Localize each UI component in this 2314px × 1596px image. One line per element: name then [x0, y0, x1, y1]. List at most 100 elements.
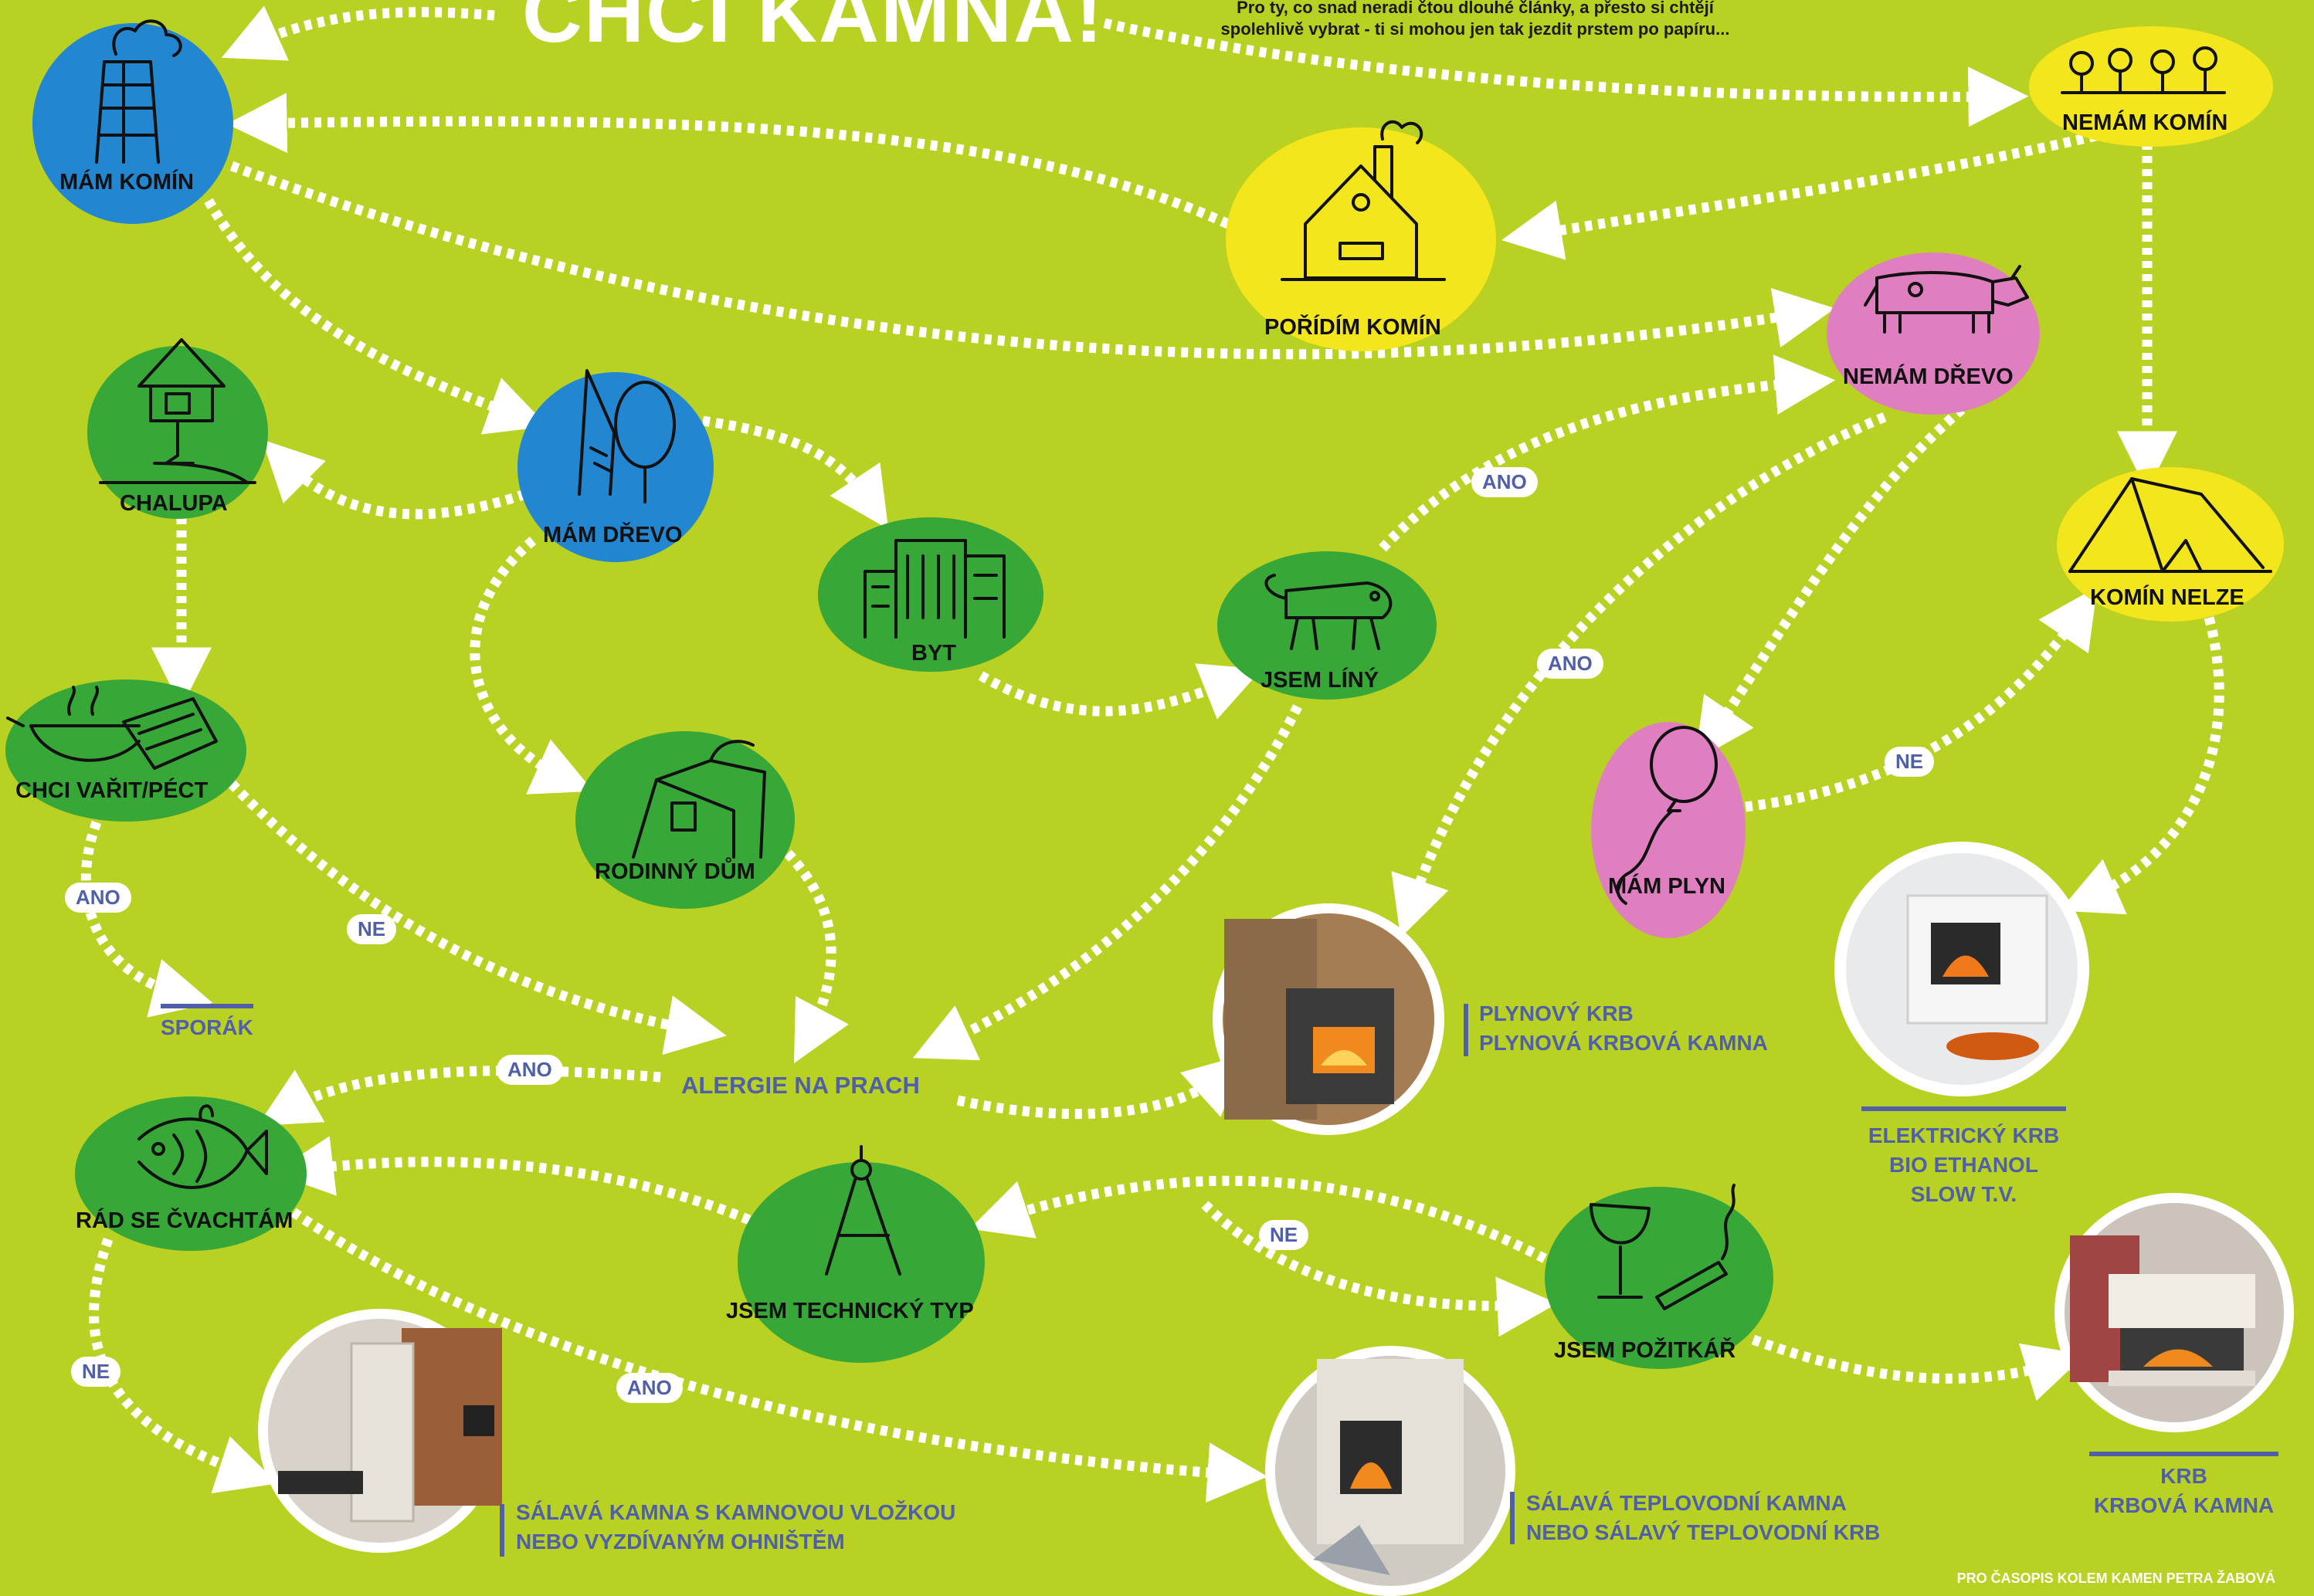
label-byt: BYT	[911, 641, 956, 666]
divider	[2089, 1452, 2278, 1456]
arrow-rad-se-cvachtam-to-salava	[89, 1237, 278, 1494]
tent-icon	[2068, 477, 2272, 573]
arrow-komin-nelze-to-elektricky	[2059, 616, 2224, 915]
divider	[1510, 1492, 1515, 1544]
choice-ne: NE	[1885, 747, 1935, 777]
arrow-alergie-to-plynovy-krb	[956, 1054, 1245, 1120]
choice-ne: NE	[347, 914, 397, 944]
label-chalupa: CHALUPA	[120, 491, 228, 516]
node-poridim-komin	[1226, 127, 1496, 351]
page-subtitle: Pro ty, co snad neradi čtou dlouhé článk…	[1220, 0, 1730, 39]
label-chci-varit: CHCI VAŘIT/PÉCT	[15, 778, 209, 803]
label-jsem-pozitkar: JSEM POŽITKÁŘ	[1554, 1338, 1736, 1363]
choice-ano: ANO	[1537, 649, 1603, 679]
node-nemam-drevo	[1827, 252, 2040, 415]
label-nemam-komin: NEMÁM KOMÍN	[2062, 110, 2228, 135]
arrow-pozitkar-to-krb	[1751, 1334, 2085, 1401]
arrow-mam-drevo-to-rodinny-dum	[470, 537, 594, 795]
divider	[1464, 1004, 1468, 1056]
outcome-alergie-na-prach: ALERGIE NA PRACH	[681, 1072, 920, 1099]
choice-ano: ANO	[616, 1373, 683, 1403]
label-mam-drevo: MÁM DŘEVO	[543, 523, 683, 547]
apartments-icon	[864, 539, 1006, 639]
arrow-jsem-liny-to-nemam-drevo	[1379, 354, 1836, 552]
node-jsem-technicky-typ	[738, 1162, 985, 1363]
photo-salava-kamna	[258, 1309, 502, 1553]
outcome-line: SÁLAVÁ KAMNA S KAMNOVOU VLOŽKOU	[516, 1500, 956, 1524]
arrow-mam-komin-to-nemam-drevo	[229, 161, 1835, 360]
divider	[1861, 1106, 2066, 1111]
label-komin-nelze: KOMÍN NELZE	[2090, 585, 2244, 610]
choice-ano: ANO	[65, 883, 131, 913]
photo-elektricky-krb	[1834, 842, 2089, 1096]
photo-plynovy-krb	[1213, 903, 1444, 1135]
arrow-technik-to-rad-se-cvachtam	[273, 1136, 752, 1225]
divider	[500, 1504, 504, 1557]
balloon-icon	[1616, 726, 1718, 905]
choice-ne: NE	[71, 1357, 121, 1387]
arrow-mam-plyn-to-komin-nelze	[1745, 586, 2098, 812]
outcome-sporak: SPORÁK	[161, 1015, 253, 1039]
photo-krb	[2054, 1193, 2294, 1432]
outcome-line: NEBO SÁLAVÝ TEPLOVODNÍ KRB	[1526, 1520, 1881, 1544]
fish-icon	[137, 1104, 268, 1189]
arrow-title-to-nemam-komin	[1103, 18, 2029, 127]
outcome-line: NEBO VYZDÍVANÝM OHNIŠTĚM	[516, 1530, 845, 1554]
arrow-title-to-mam-komin	[221, 5, 495, 61]
arrow-pozitkar-to-technik	[969, 1175, 1547, 1263]
credit: PRO ČASOPIS KOLEM KAMEN PETRA ŽABOVÁ	[1956, 1571, 2275, 1586]
label-mam-plyn: MÁM PLYN	[1608, 874, 1725, 899]
cow-icon	[1864, 265, 2029, 334]
arrow-mam-drevo-to-byt	[702, 415, 889, 530]
arrow-jsem-liny-to-alergie	[912, 704, 1302, 1061]
arrow-alergie-to-rad-se-cvachtam	[257, 1066, 661, 1127]
house-icon	[1281, 120, 1446, 281]
connector-arrows	[80, 5, 2224, 1503]
outcome-line: ELEKTRICKÝ KRB	[1868, 1123, 2060, 1147]
outcome-elektricky: ELEKTRICKÝ KRB BIO ETHANOL SLOW T.V.	[1861, 1121, 2066, 1209]
arrow-nemam-drevo-to-mam-plyn	[1695, 405, 1966, 761]
outcome-line: PLYNOVÁ KRBOVÁ KAMNA	[1479, 1031, 1768, 1055]
node-mam-drevo	[517, 372, 714, 562]
outcome-line: BIO ETHANOL	[1889, 1153, 2038, 1177]
arrow-chci-varit-to-sporak	[80, 820, 213, 1018]
label-rodinny-dum: RODINNÝ DŮM	[595, 859, 755, 884]
wine-cigar-icon	[1590, 1184, 1736, 1310]
label-jsem-technicky-typ: JSEM TECHNICKÝ TYP	[726, 1299, 974, 1323]
outcome-salava: SÁLAVÁ KAMNA S KAMNOVOU VLOŽKOU NEBO VYZ…	[516, 1498, 955, 1557]
node-mam-plyn	[1591, 722, 1746, 938]
choice-ne: NE	[1259, 1220, 1309, 1250]
label-poridim-komin: POŘÍDÍM KOMÍN	[1264, 315, 1441, 340]
node-rad-se-cvachtam	[75, 1096, 307, 1251]
arrow-mam-drevo-to-chalupa	[262, 439, 528, 520]
outcome-line: KRBOVÁ KAMNA	[2093, 1493, 2275, 1517]
outcome-line: SÁLAVÁ TEPLOVODNÍ KAMNA	[1526, 1491, 1847, 1515]
outcome-line: PLYNOVÝ KRB	[1479, 1001, 1634, 1025]
flowers-icon	[2061, 46, 2226, 94]
arrow-mam-komin-to-mam-drevo	[204, 198, 548, 435]
node-circles	[5, 23, 2284, 1369]
choice-ano: ANO	[1471, 467, 1538, 497]
outcome-line: SLOW T.V.	[1910, 1182, 2017, 1206]
arrow-nemam-komin-to-poridim	[1501, 118, 2149, 260]
arrow-byt-to-jsem-liny	[978, 663, 1262, 720]
compass-icon	[825, 1145, 901, 1276]
pig-icon	[1264, 574, 1393, 650]
arrow-rodinny-dum-to-alergie	[784, 849, 849, 1064]
family-house-icon	[632, 740, 766, 859]
photo-teplovodni	[1265, 1346, 1515, 1596]
node-mam-komin	[32, 23, 233, 224]
label-rad-se-cvachtam: RÁD SE ČVACHTÁM	[76, 1208, 293, 1233]
choice-ano: ANO	[497, 1055, 563, 1085]
label-mam-komin: MÁM KOMÍN	[59, 170, 194, 195]
cottage-icon	[99, 338, 256, 484]
arrow-poridim-to-mam-komin	[226, 93, 1230, 229]
outcome-plynovy: PLYNOVÝ KRB PLYNOVÁ KRBOVÁ KAMNA	[1479, 999, 1768, 1058]
outcome-teplovodni: SÁLAVÁ TEPLOVODNÍ KAMNA NEBO SÁLAVÝ TEPL…	[1526, 1489, 1880, 1547]
outcome-photos	[258, 842, 2294, 1596]
label-nemam-drevo: NEMÁM DŘEVO	[1843, 364, 2014, 389]
pans-icon	[6, 686, 218, 770]
outcome-line: KRB	[2160, 1464, 2207, 1488]
